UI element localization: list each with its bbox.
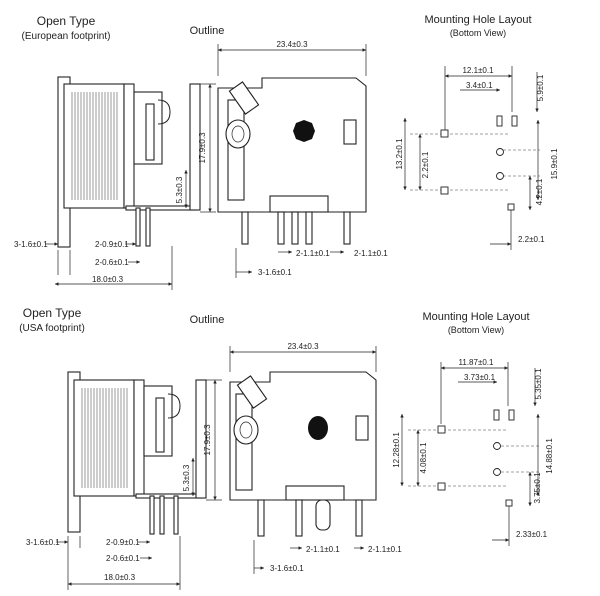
dim-hole-gap: 3.4±0.1 (466, 81, 493, 90)
mounting-subtitle: (Bottom View) (450, 28, 506, 38)
dim-hole-right-outer: 14.88±0.1 (545, 438, 554, 474)
hole-square (440, 186, 449, 195)
dim-outline-width: 23.4±0.3 (276, 40, 308, 49)
dim-pin-thick: 2-0.6±0.1 (106, 554, 140, 563)
dim-base: 18.0±0.3 (92, 275, 124, 284)
outline-title: Outline (190, 314, 225, 326)
dim-hole-left-inner: 4.08±0.1 (419, 442, 428, 474)
hole-layout-drawing: 11.87±0.1 3.73±0.1 5.35±0.1 12.28±0.1 4.… (392, 358, 554, 546)
outline-drawing: 23.4±0.3 2-1.1±0.1 2-1.1±0.1 3-1.6±0.1 (229, 342, 402, 574)
coil-winding (71, 92, 118, 200)
dim-hole-right-inner: 4.2±0.1 (535, 178, 544, 205)
dim-hole-right-outer: 15.9±0.1 (550, 148, 559, 180)
dim-pin-offset: 3-1.6±0.1 (14, 240, 48, 249)
hole-round (496, 172, 504, 180)
mounting-title: Mounting Hole Layout (422, 311, 529, 323)
mounting-title: Mounting Hole Layout (424, 14, 531, 26)
dim-outline-pitch-b: 2-1.1±0.1 (368, 545, 402, 554)
dim-hole-span: 11.87±0.1 (459, 358, 494, 367)
dim-pin-offset: 3-1.6±0.1 (26, 538, 60, 547)
dim-pin-height: 5.3±0.3 (175, 176, 184, 203)
dim-outline-pin-off: 3-1.6±0.1 (258, 268, 292, 277)
dim-hole-top: 5.9±0.1 (536, 74, 545, 101)
hole-square (507, 203, 515, 211)
hole-slot (496, 115, 503, 127)
dim-outline-pitch-a: 2-1.1±0.1 (296, 249, 330, 258)
hole-round (493, 442, 501, 450)
coil-winding (81, 388, 128, 488)
hole-slot (493, 409, 500, 421)
side-view-drawing: 17.9±0.3 5.3±0.3 3-1.6±0.1 2-0.9±0.1 2-0… (26, 371, 222, 590)
dim-hole-bottom: 2.2±0.1 (518, 235, 545, 244)
dim-hole-left-outer: 12.28±0.1 (392, 432, 401, 468)
outline-drawing: 23.4±0.3 2-1.1±0.1 2-1.1±0.1 3-1.6±0.1 (217, 40, 388, 278)
dim-pin-width: 2-0.9±0.1 (106, 538, 140, 547)
dim-hole-span: 12.1±0.1 (462, 66, 494, 75)
section-usa: Open Type (USA footprint) Outline Mounti… (19, 306, 554, 590)
mounting-subtitle: (Bottom View) (448, 325, 504, 335)
dim-hole-right-inner: 3.75±0.1 (533, 472, 542, 504)
hole-square (505, 499, 513, 507)
dim-outline-pitch-a: 2-1.1±0.1 (306, 545, 340, 554)
dim-pin-width: 2-0.9±0.1 (95, 240, 129, 249)
dim-hole-gap: 3.73±0.1 (464, 373, 496, 382)
hole-square (437, 482, 446, 491)
dim-height: 17.9±0.3 (198, 132, 207, 164)
hole-slot (511, 115, 518, 127)
dim-hole-left-outer: 13.2±0.1 (395, 138, 404, 170)
side-view-drawing: 17.9±0.3 5.3±0.3 3-1.6±0.1 2-0.9±0.1 2-0… (14, 76, 216, 290)
dim-hole-left-inner: 2.2±0.1 (421, 151, 430, 178)
dim-outline-pitch-b: 2-1.1±0.1 (354, 249, 388, 258)
hole-square (437, 425, 446, 434)
dim-pin-height: 5.3±0.3 (182, 464, 191, 491)
dim-outline-width: 23.4±0.3 (287, 342, 319, 351)
dim-outline-pin-off: 3-1.6±0.1 (270, 564, 304, 573)
side-view-subtitle: (European footprint) (22, 31, 111, 42)
side-view-subtitle: (USA footprint) (19, 323, 85, 334)
dim-base: 18.0±0.3 (104, 573, 136, 582)
hole-layout-drawing: 12.1±0.1 3.4±0.1 5.9±0.1 13.2±0.1 2.2±0.… (395, 66, 559, 250)
dim-pin-thick: 2-0.6±0.1 (95, 258, 129, 267)
hole-slot (508, 409, 515, 421)
outline-title: Outline (190, 25, 225, 37)
hole-square (440, 129, 449, 138)
dim-height: 17.9±0.3 (203, 424, 212, 456)
side-view-title: Open Type (23, 306, 82, 320)
side-view-title: Open Type (37, 14, 96, 28)
hole-round (496, 148, 504, 156)
dim-hole-bottom: 2.33±0.1 (516, 530, 548, 539)
dim-hole-top: 5.35±0.1 (534, 368, 543, 400)
hole-round (493, 468, 501, 476)
section-european: Open Type (European footprint) Outline M… (14, 14, 559, 290)
